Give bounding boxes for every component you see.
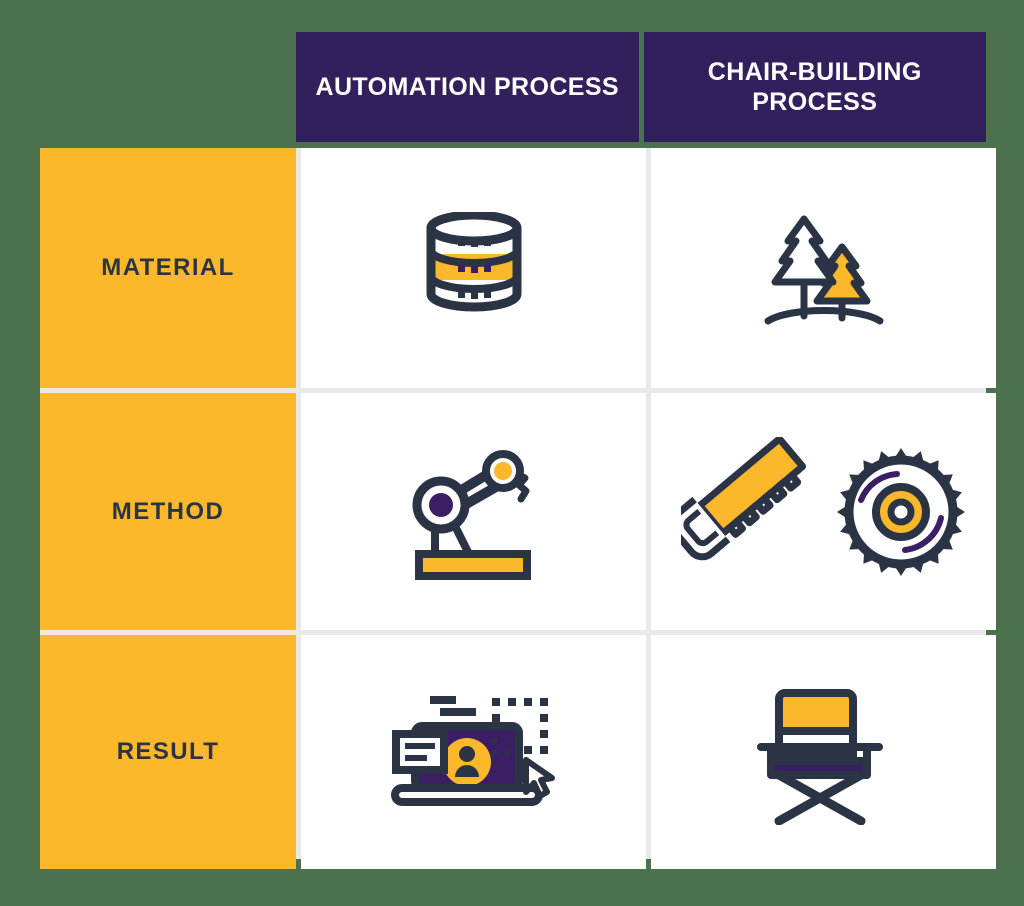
database-stack-icon xyxy=(422,212,526,324)
comparison-matrix: AUTOMATION PROCESS CHAIR-BUILDING PROCES… xyxy=(40,32,996,869)
column-header-automation: AUTOMATION PROCESS xyxy=(296,32,639,142)
cell-method-chair-building xyxy=(651,393,996,630)
row-label-method: METHOD xyxy=(40,393,296,630)
cell-result-chair-building xyxy=(651,635,996,869)
cell-method-automation xyxy=(301,393,646,630)
row-label-result: RESULT xyxy=(40,635,296,869)
cell-material-automation xyxy=(301,148,646,388)
cell-result-automation xyxy=(301,635,646,869)
hand-saw-icon xyxy=(680,436,831,587)
pine-trees-icon xyxy=(762,205,886,331)
matrix-header-row: AUTOMATION PROCESS CHAIR-BUILDING PROCES… xyxy=(296,32,986,142)
cell-material-chair-building xyxy=(651,148,996,388)
director-chair-icon xyxy=(756,679,891,825)
matrix-body: MATERIAL xyxy=(40,148,996,869)
laptop-user-profile-icon xyxy=(388,682,560,822)
robotic-arm-icon xyxy=(409,438,539,586)
row-label-material: MATERIAL xyxy=(40,148,296,388)
circular-saw-blade-icon xyxy=(835,446,967,578)
column-header-chair-building: CHAIR-BUILDING PROCESS xyxy=(643,32,986,142)
